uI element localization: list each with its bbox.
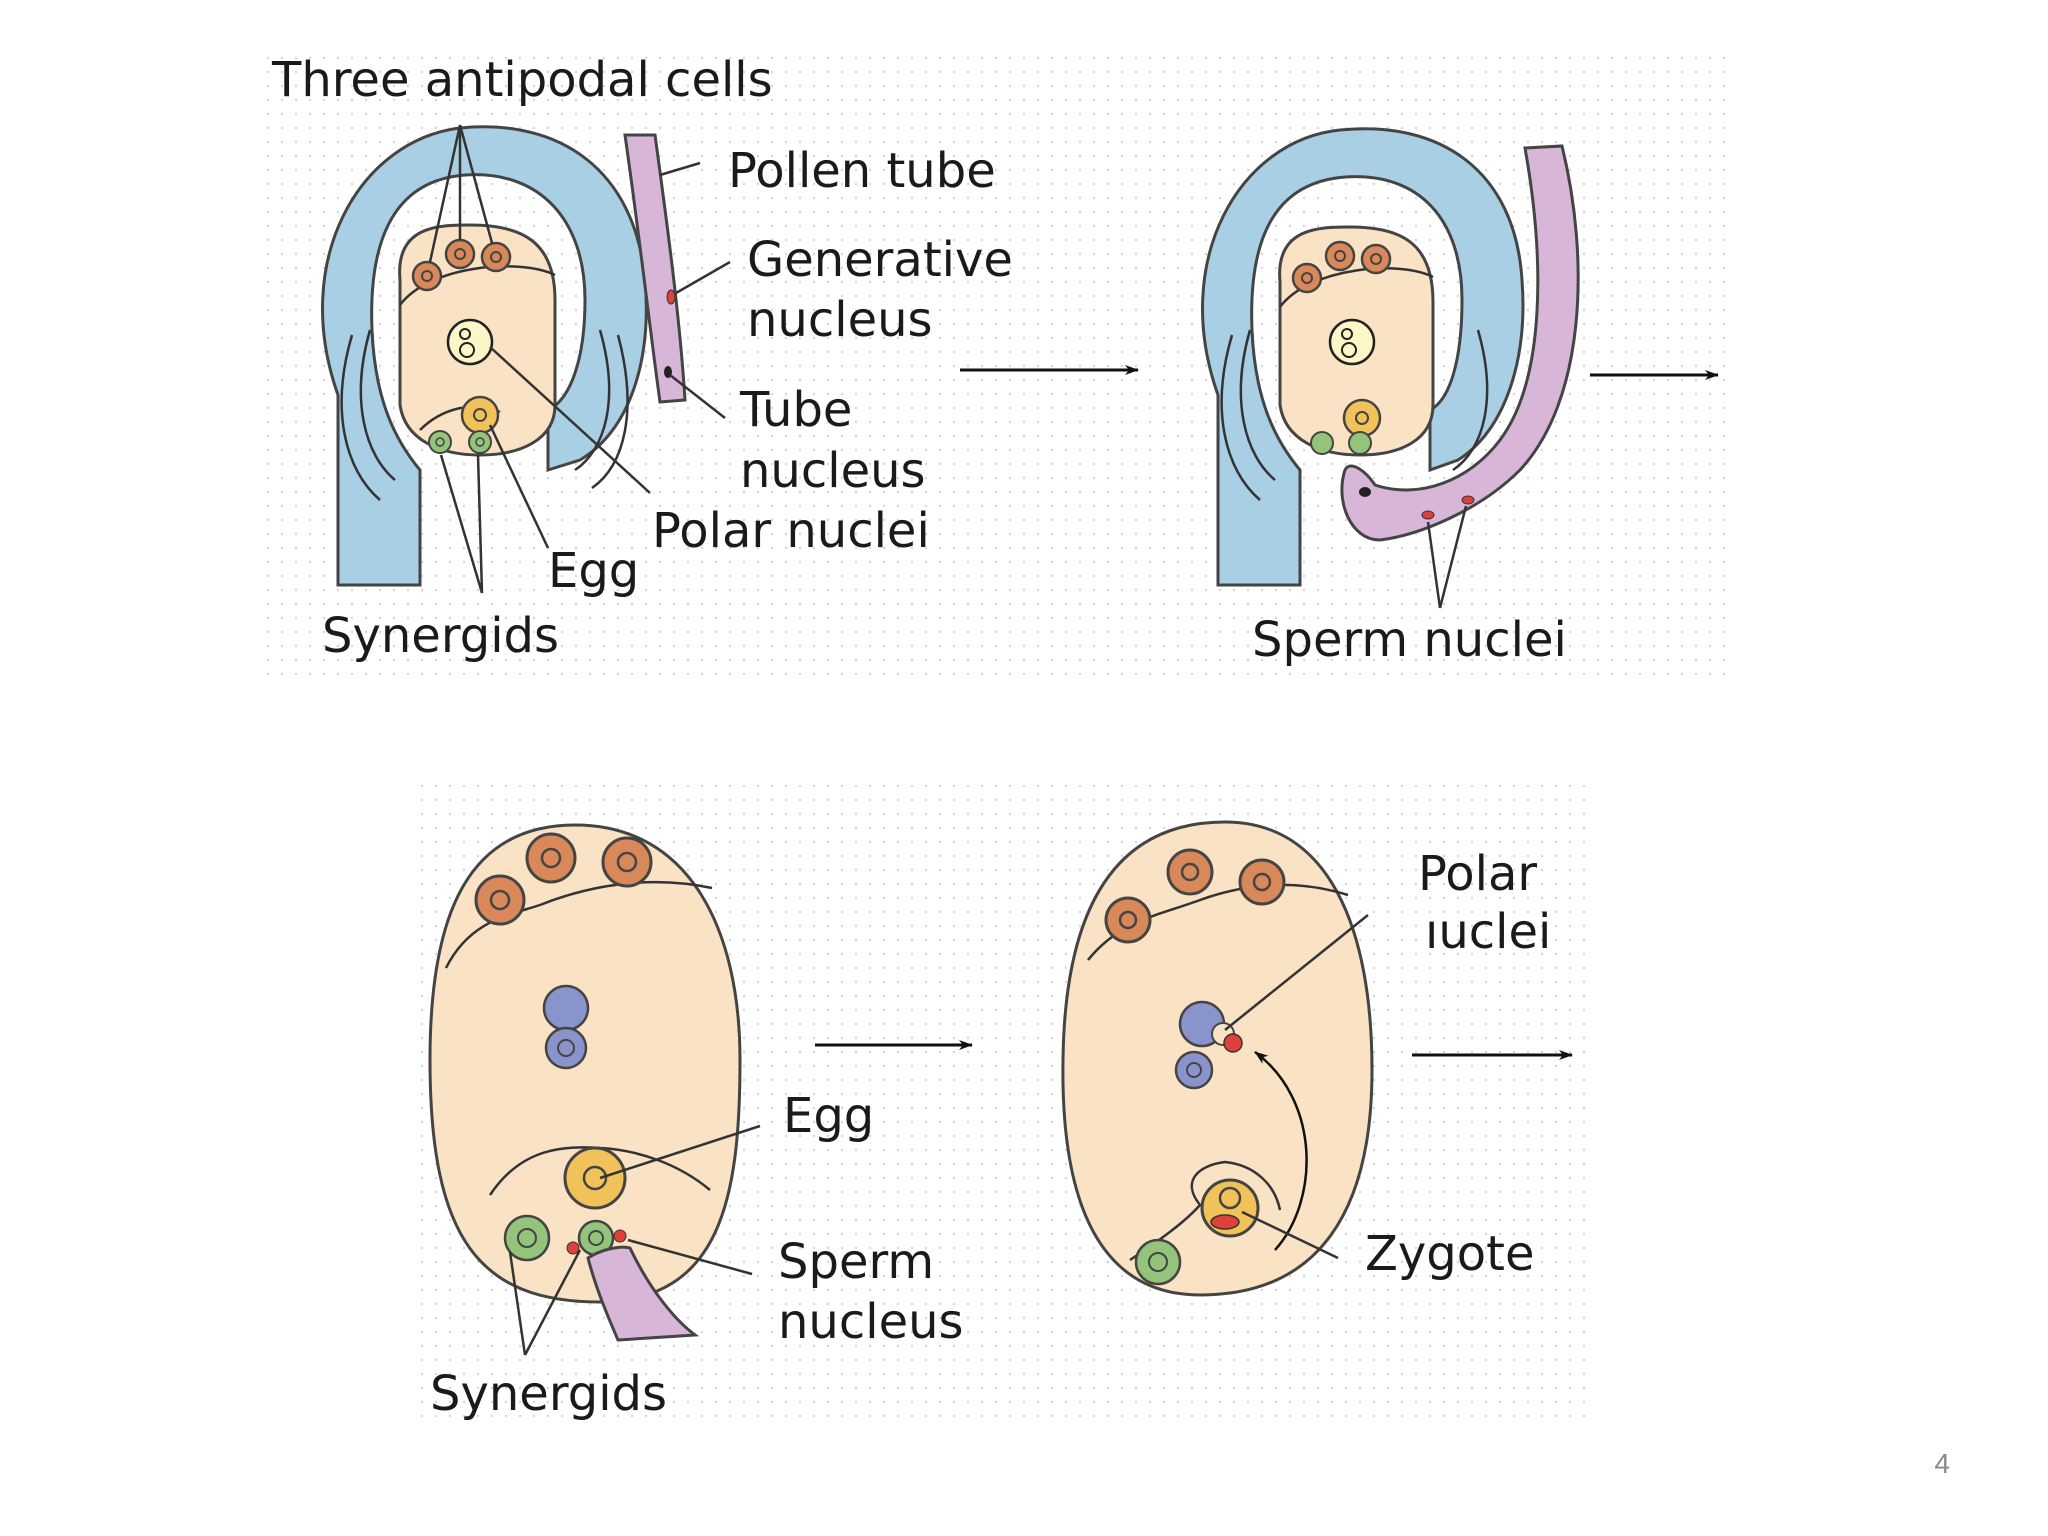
label-generative-2: nucleus	[747, 292, 933, 348]
label-generative-1: Generative	[747, 232, 1013, 288]
label-polar-1: Polar	[1418, 846, 1537, 902]
embryo-sac-3	[428, 823, 742, 1304]
sperm-nucleus-a	[1421, 510, 1435, 520]
bottom-right-embryo-sac	[1061, 820, 1374, 1297]
label-synergids-bottom: Synergids	[430, 1366, 667, 1422]
label-pollen-tube: Pollen tube	[728, 143, 996, 199]
pollen-tube-right	[1340, 144, 1580, 542]
label-tube-2: nucleus	[740, 443, 926, 499]
top-right-ovule	[1201, 127, 1580, 609]
label-egg: Egg	[548, 543, 639, 599]
top-left-ovule	[321, 125, 648, 587]
sperm-nucleus-b	[1461, 495, 1475, 505]
embryo-sac-4	[1061, 820, 1374, 1297]
sperm-nucleus-3a	[566, 1241, 580, 1255]
sperm-fusing-polar	[1223, 1033, 1243, 1053]
pollen-tube-3	[586, 1245, 700, 1342]
label-zygote: Zygote	[1365, 1226, 1534, 1282]
egg-cell-3	[563, 1146, 627, 1210]
slide-number: 4	[1934, 1448, 1950, 1479]
label-sperm-2: nucleus	[778, 1294, 964, 1350]
label-sperm-nuclei: Sperm nuclei	[1252, 612, 1567, 668]
antipodal-cells-3	[474, 832, 653, 926]
polar-nuclei-3	[542, 984, 590, 1070]
pollen-tube-left	[623, 133, 687, 404]
label-tube-1: Tube	[739, 382, 852, 438]
bottom-left-embryo-sac	[428, 823, 761, 1356]
synergids-3	[503, 1214, 615, 1262]
label-synergids: Synergids	[322, 608, 559, 664]
label-antipodal-cells: Three antipodal cells	[271, 52, 773, 108]
zygote	[1200, 1178, 1260, 1238]
tube-nucleus-2	[1359, 487, 1371, 497]
label-egg-bottom: Egg	[783, 1088, 874, 1144]
top-leaders	[428, 124, 731, 594]
egg-cell	[460, 395, 500, 435]
synergids	[428, 430, 492, 454]
polar-nuclei	[446, 318, 494, 366]
label-sperm-1: Sperm	[778, 1234, 934, 1290]
generative-nucleus	[666, 289, 676, 305]
label-polar-nuclei: Polar nuclei	[652, 503, 930, 559]
label-polar-2: ıuclei	[1425, 904, 1551, 960]
sperm-nucleus-3b	[613, 1229, 627, 1243]
